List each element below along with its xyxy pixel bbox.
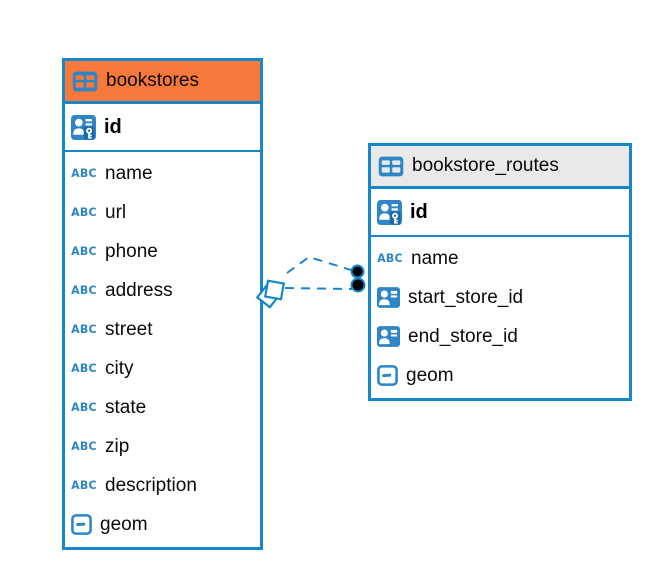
table-icon xyxy=(72,71,98,92)
column-name: street xyxy=(105,318,153,340)
column-list: ABC name ABC url ABC phone ABC address A… xyxy=(65,152,260,547)
reference-icon xyxy=(377,287,400,308)
column-row[interactable]: ABC address xyxy=(65,271,260,310)
column-name: name xyxy=(105,162,153,184)
primary-key-icon xyxy=(71,115,96,140)
column-row-id[interactable]: id xyxy=(65,104,260,152)
column-name: id xyxy=(104,115,122,138)
column-row[interactable]: end_store_id xyxy=(371,317,629,356)
text-type-icon: ABC xyxy=(71,478,97,493)
geometry-type-icon xyxy=(377,365,398,386)
column-name: zip xyxy=(105,435,130,457)
column-name: id xyxy=(410,200,428,223)
column-name: address xyxy=(105,279,173,301)
geometry-type-icon xyxy=(71,514,92,535)
column-list: ABC name start_store_id end_store_id geo… xyxy=(371,237,629,398)
column-row[interactable]: ABC description xyxy=(65,466,260,505)
table-name: bookstore_routes xyxy=(412,155,559,176)
column-row[interactable]: ABC street xyxy=(65,310,260,349)
table-name: bookstores xyxy=(106,70,199,91)
text-type-icon: ABC xyxy=(71,400,97,415)
table-icon xyxy=(378,156,404,177)
relationship-endpoint-dots[interactable] xyxy=(350,264,366,293)
text-type-icon: ABC xyxy=(71,166,97,181)
text-type-icon: ABC xyxy=(71,322,97,337)
column-row[interactable]: geom xyxy=(65,505,260,544)
text-type-icon: ABC xyxy=(71,244,97,259)
text-type-icon: ABC xyxy=(71,361,97,376)
column-name: start_store_id xyxy=(408,286,524,308)
column-row[interactable]: ABC url xyxy=(65,193,260,232)
text-type-icon: ABC xyxy=(71,205,97,220)
column-row[interactable]: ABC state xyxy=(65,388,260,427)
table-bookstores[interactable]: bookstores id ABC name ABC url ABC phone… xyxy=(62,58,263,550)
column-name: phone xyxy=(105,240,158,262)
column-name: description xyxy=(105,474,197,496)
text-type-icon: ABC xyxy=(377,251,403,266)
column-name: url xyxy=(105,201,127,223)
column-name: city xyxy=(105,357,134,379)
table-header-bookstore-routes[interactable]: bookstore_routes xyxy=(371,146,629,189)
column-name: geom xyxy=(406,364,454,386)
column-row[interactable]: ABC city xyxy=(65,349,260,388)
relationship-line-upper[interactable] xyxy=(286,255,355,274)
column-row[interactable]: ABC phone xyxy=(65,232,260,271)
column-name: name xyxy=(411,247,459,269)
primary-key-icon xyxy=(377,200,402,225)
table-bookstore-routes[interactable]: bookstore_routes id ABC name start_store… xyxy=(368,143,632,401)
relationship-line-lower[interactable] xyxy=(284,287,353,290)
column-row-id[interactable]: id xyxy=(371,189,629,237)
reference-icon xyxy=(377,326,400,347)
text-type-icon: ABC xyxy=(71,439,97,454)
column-row[interactable]: geom xyxy=(371,356,629,395)
text-type-icon: ABC xyxy=(71,283,97,298)
column-name: end_store_id xyxy=(408,325,518,347)
table-header-bookstores[interactable]: bookstores xyxy=(65,61,260,104)
column-row[interactable]: ABC zip xyxy=(65,427,260,466)
column-row[interactable]: start_store_id xyxy=(371,278,629,317)
column-row[interactable]: ABC name xyxy=(65,154,260,193)
column-name: state xyxy=(105,396,147,418)
column-name: geom xyxy=(100,513,148,535)
column-row[interactable]: ABC name xyxy=(371,239,629,278)
